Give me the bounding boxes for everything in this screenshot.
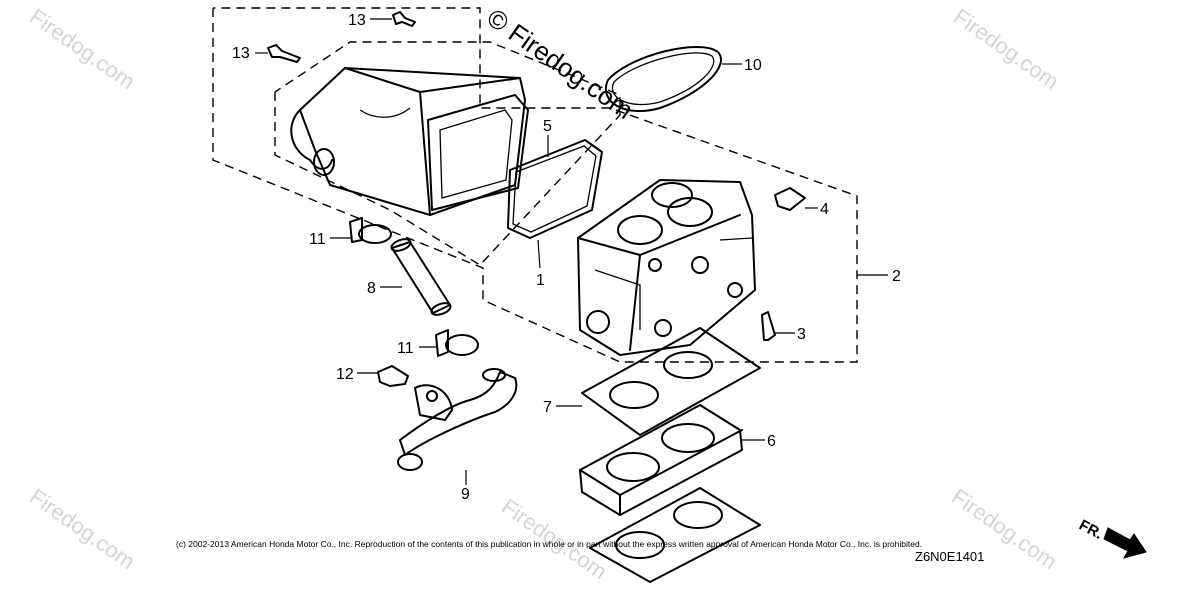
callout-4: 4: [820, 201, 829, 218]
gasket-1-part: [589, 487, 761, 583]
gasket-group-outline: [274, 41, 621, 266]
front-direction-label: FR.: [1076, 517, 1105, 543]
watermarks: Firedog.com Firedog.com Firedog.com Fire…: [25, 2, 1064, 584]
hose-8-part: [390, 238, 452, 316]
callout-10: 10: [744, 57, 762, 74]
callout-13-left: 13: [232, 45, 250, 62]
gasket-7-part: [581, 327, 761, 436]
bolt-12-part: [377, 365, 409, 387]
callout-9: 9: [461, 486, 470, 503]
callout-8: 8: [367, 280, 376, 297]
gasket-5-part: [507, 139, 603, 239]
watermark-center: © Firedog.com: [482, 2, 639, 125]
callout-3: 3: [797, 326, 806, 343]
copyright-notice: (c) 2002-2013 American Honda Motor Co., …: [176, 539, 923, 549]
part-4-clip: [774, 187, 806, 211]
part-3-screw: [761, 311, 776, 341]
drawing-code: Z6N0E1401: [915, 549, 985, 564]
callout-11-lower: 11: [397, 340, 414, 357]
gasket-10-part: [605, 45, 722, 113]
clamp-11-lower: [435, 329, 479, 357]
airbox-group-outline: [212, 7, 858, 363]
insulator-6-part: [579, 404, 743, 516]
pipe-9-part: [397, 368, 518, 471]
callout-11-upper: 11: [309, 231, 326, 248]
callout-7: 7: [543, 399, 552, 416]
air-chamber-part: [290, 67, 529, 216]
watermark-top-left: Firedog.com: [25, 4, 140, 95]
callout-labels: 13 13 10 5 1 4 2 3 11 8 11 12 7 6 9: [232, 12, 901, 503]
front-arrow-icon: [1103, 527, 1147, 559]
front-direction-indicator: FR.: [1076, 517, 1147, 559]
screw-13-upper: [392, 11, 416, 27]
watermark-top-right: Firedog.com: [949, 4, 1064, 95]
watermark-bottom-left: Firedog.com: [25, 484, 140, 575]
leader-lines: [255, 18, 888, 485]
callout-2: 2: [892, 268, 901, 285]
callout-13-upper: 13: [348, 12, 366, 29]
callout-12: 12: [336, 366, 354, 383]
callout-5: 5: [543, 118, 552, 135]
callout-6: 6: [767, 433, 776, 450]
clamp-11-upper: [349, 217, 392, 244]
callout-1: 1: [536, 272, 545, 289]
screw-13-left: [267, 44, 301, 63]
carburetor-part: [577, 179, 756, 356]
